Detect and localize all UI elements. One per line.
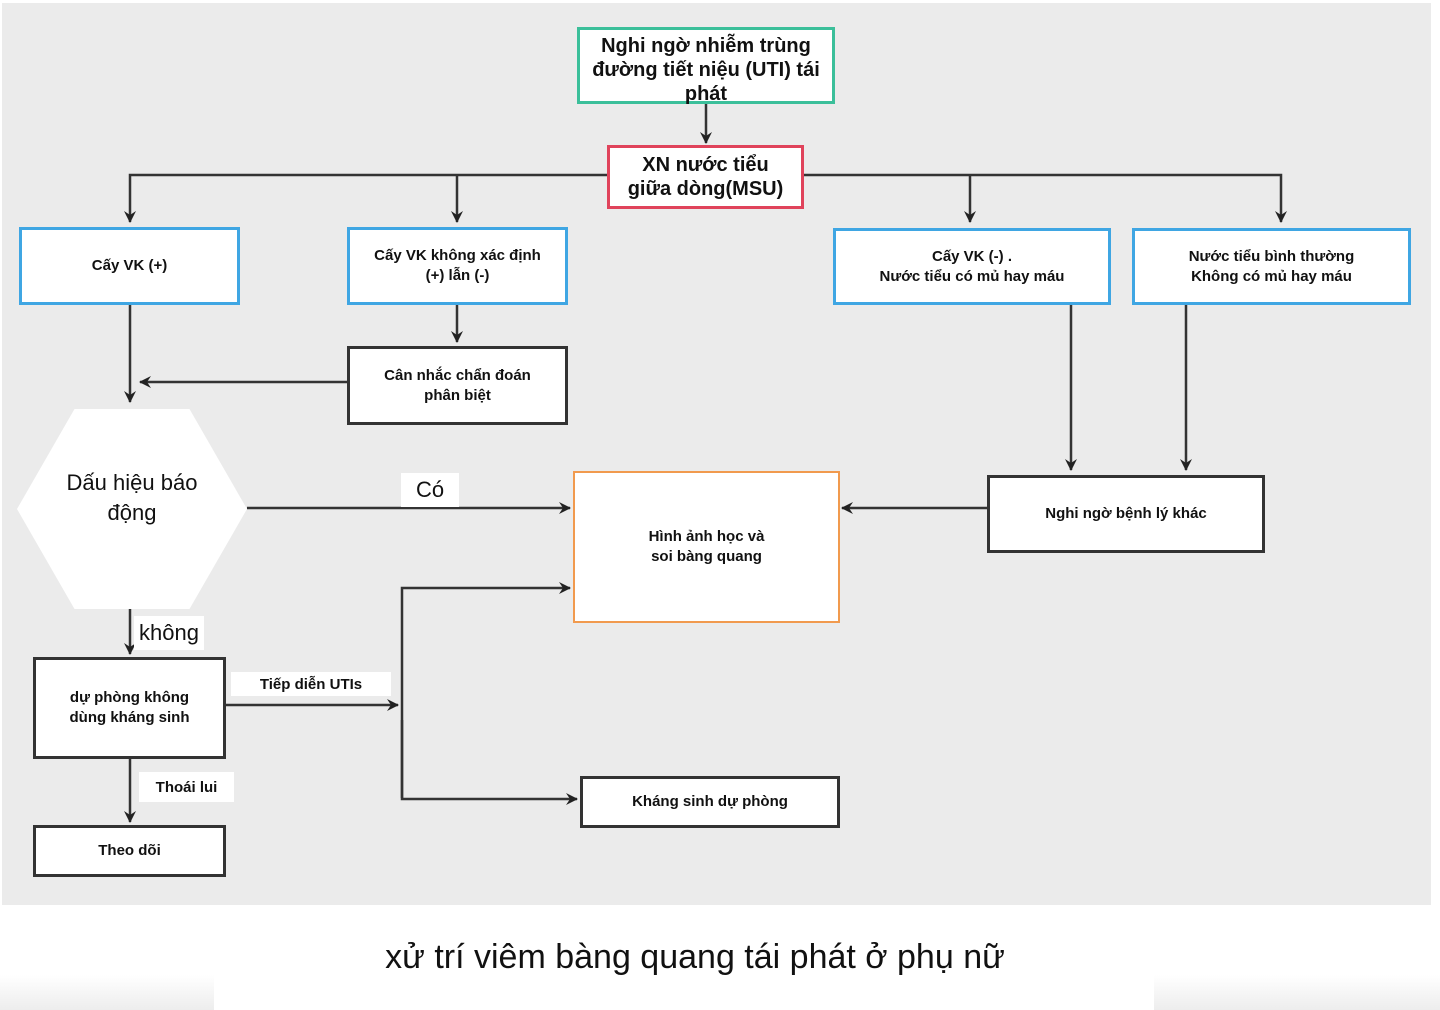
bottom-fade bbox=[0, 975, 1440, 1010]
node-suspect-other-disease: Nghi ngờ bệnh lý khác bbox=[987, 475, 1265, 553]
node-imaging-cystoscopy: Hình ảnh học và soi bàng quang bbox=[573, 471, 840, 623]
node-differential-diagnosis: Cân nhắc chẩn đoán phân biệt bbox=[347, 346, 568, 425]
figure-caption: xử trí viêm bàng quang tái phát ở phụ nữ bbox=[385, 938, 1005, 976]
node-culture-positive: Cấy VK (+) bbox=[19, 227, 240, 305]
node-non-antibiotic-prophylaxis: dự phòng không dùng kháng sinh bbox=[33, 657, 226, 759]
node-antibiotic-prophylaxis: Kháng sinh dự phòng bbox=[580, 776, 840, 828]
edge-label-yes: Có bbox=[401, 473, 459, 507]
node-urine-normal: Nước tiểu bình thường Không có mủ hay má… bbox=[1132, 228, 1411, 305]
edge-label-no: không bbox=[134, 616, 204, 650]
node-suspected-recurrent-uti: Nghi ngờ nhiễm trùng đường tiết niệu (UT… bbox=[577, 27, 835, 105]
node-msu-test: XN nước tiểu giữa dòng(MSU) bbox=[607, 145, 804, 209]
edge-label-continued-utis: Tiếp diễn UTIs bbox=[231, 672, 391, 696]
node-culture-indeterminate: Cấy VK không xác định (+) lẫn (-) bbox=[347, 227, 568, 305]
node-culture-negative: Cấy VK (-) . Nước tiểu có mủ hay máu bbox=[833, 228, 1111, 305]
node-follow-up: Theo dõi bbox=[33, 825, 226, 877]
diagram-canvas bbox=[2, 3, 1431, 905]
edge-label-regression: Thoái lui bbox=[139, 772, 234, 802]
